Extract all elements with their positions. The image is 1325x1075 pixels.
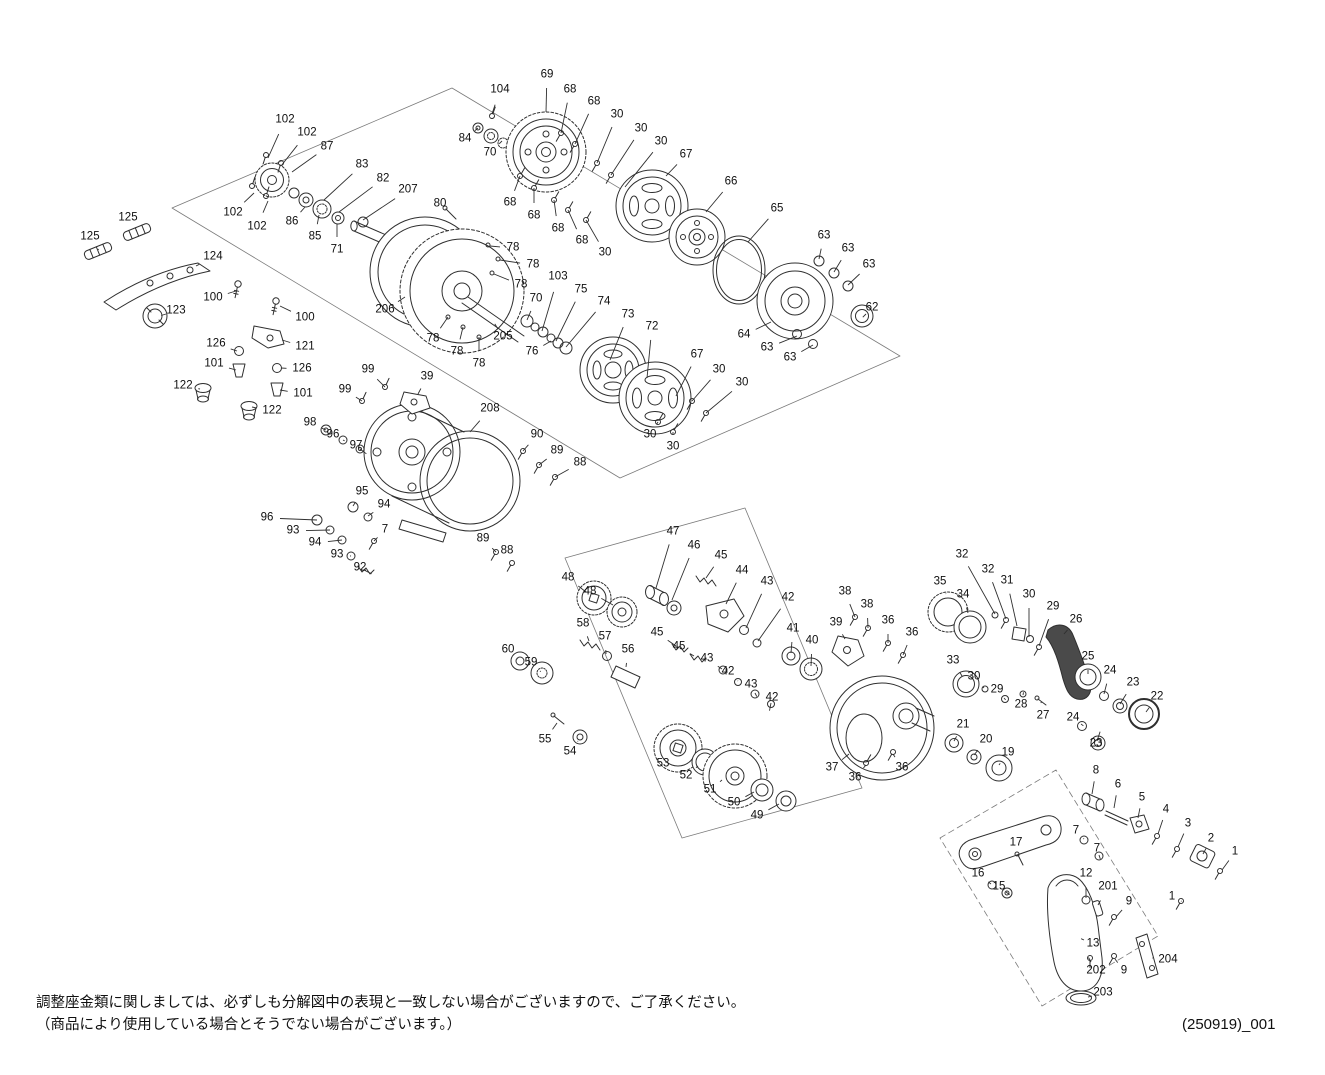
drive-gear-cluster bbox=[510, 639, 797, 812]
footer-note-line1: 調整座金類に関しましては、必ずしも分解図中の表現と一致しない場合がございますので… bbox=[36, 995, 746, 1011]
drag-lever-cluster bbox=[927, 591, 1160, 751]
clutch-gear-cluster bbox=[576, 575, 907, 708]
spool-drag-cluster bbox=[472, 105, 874, 349]
footer-note-line2: （商品により使用している場合とそうでない場合がございます。） bbox=[36, 1017, 462, 1034]
assembly-outline-boxes bbox=[171, 87, 1159, 1007]
document-number: (250919)_001 bbox=[1182, 1016, 1276, 1033]
gear-housing-cluster bbox=[829, 675, 1013, 782]
clicker-arm-cluster bbox=[83, 223, 285, 421]
handle-cluster bbox=[958, 792, 1224, 1006]
footer-note: 調整座金類に関しましては、必ずしも分解図中の表現と一致しない場合がございますので… bbox=[36, 992, 745, 1037]
frame-cluster bbox=[311, 376, 559, 575]
spool-cluster bbox=[369, 216, 710, 436]
